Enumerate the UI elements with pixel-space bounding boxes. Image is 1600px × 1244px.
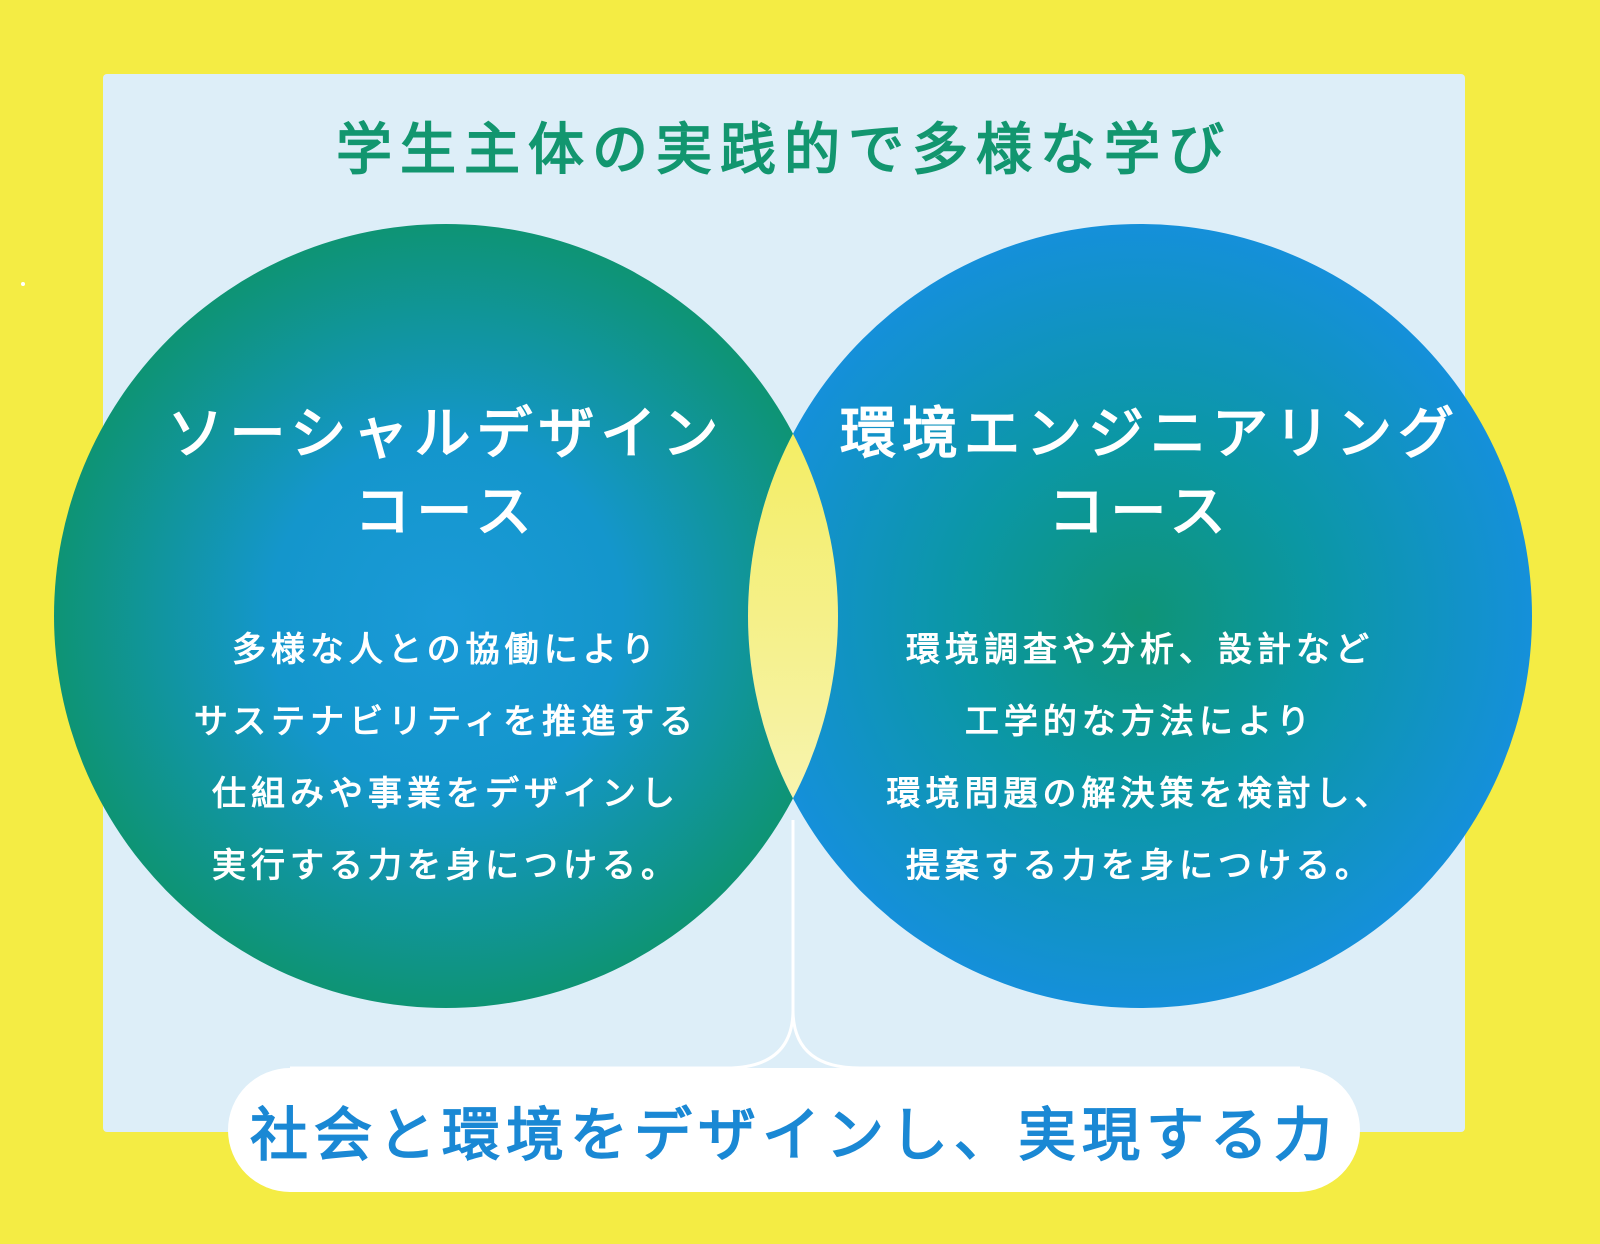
description-line: 提案する力を身につける。 [906, 846, 1374, 886]
course-description: 多様な人との協働により サステナビリティを推進する 仕組みや事業をデザインし 実… [146, 614, 746, 902]
description-line: 環境問題の解決策を検討し、 [886, 774, 1394, 814]
description-line: 環境調査や分析、設計など [906, 630, 1374, 670]
course-environmental-engineering: 環境エンジニアリング コース 環境調査や分析、設計など 工学的な方法により 環境… [840, 396, 1460, 902]
circle-environmental-engineering [748, 224, 1532, 1008]
course-social-design: ソーシャルデザイン コース 多様な人との協働により サステナビリティを推進する … [146, 396, 746, 902]
description-line: サステナビリティを推進する [193, 702, 699, 742]
result-text: 社会と環境をデザインし、実現する力 [249, 1101, 1338, 1169]
course-name-line: コース [354, 480, 538, 545]
decorative-dot [21, 282, 25, 286]
description-line: 実行する力を身につける。 [212, 846, 680, 886]
course-name-line: ソーシャルデザイン [167, 402, 725, 467]
course-name: ソーシャルデザイン コース [146, 396, 746, 552]
course-name-line: 環境エンジニアリング [840, 402, 1460, 467]
course-description: 環境調査や分析、設計など 工学的な方法により 環境問題の解決策を検討し、 提案す… [840, 614, 1440, 902]
description-line: 多様な人との協働により [232, 630, 660, 670]
course-name: 環境エンジニアリング コース [840, 396, 1460, 552]
description-line: 仕組みや事業をデザインし [212, 774, 680, 814]
description-line: 工学的な方法により [964, 702, 1316, 742]
circle-social-design [54, 224, 838, 1008]
connector-left [290, 1009, 795, 1070]
page-title: 学生主体の実践的で多様な学び [336, 118, 1232, 183]
result-pill: 社会と環境をデザインし、実現する力 [228, 1068, 1360, 1192]
course-name-line: コース [1048, 480, 1232, 545]
